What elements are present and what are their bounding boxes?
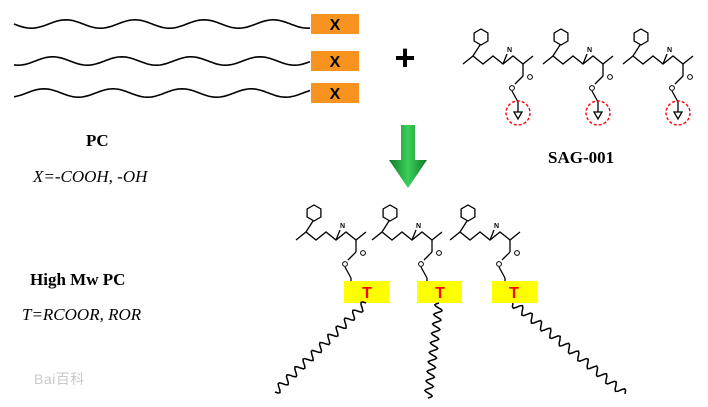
plus-sign: + <box>394 37 415 78</box>
ester-bond <box>671 90 679 103</box>
tail-chain <box>274 301 367 394</box>
backbone-bond <box>462 55 534 65</box>
tail-chain <box>423 302 444 399</box>
pc-chain <box>13 87 311 99</box>
nitrile-atom: N <box>416 223 421 230</box>
end-group-box: X <box>311 14 359 34</box>
ester-bond <box>514 75 524 85</box>
oxygen-atom <box>496 261 502 267</box>
ester-bond <box>347 251 357 261</box>
phenyl-bond <box>381 220 390 233</box>
phenyl-ring <box>460 204 476 222</box>
nitrile-atom: N <box>507 47 512 54</box>
nitrile-atom: N <box>667 47 672 54</box>
backbone-bond <box>295 231 367 241</box>
end-group-symbol: X <box>330 86 341 103</box>
linkage-symbol: T <box>362 285 372 302</box>
linkages: T T T <box>344 281 537 303</box>
ester-bond <box>423 251 433 261</box>
ester-bond <box>420 266 428 279</box>
phenyl-bond <box>305 220 314 233</box>
pc-formula: X=-COOH, -OH <box>33 167 148 186</box>
nitrile-bond <box>489 229 495 241</box>
backbone-bond <box>449 231 521 241</box>
tail-chain <box>511 302 627 395</box>
end-group-symbol: X <box>330 17 341 34</box>
reaction-arrow <box>389 125 427 188</box>
product-label: High Mw PC <box>30 270 126 289</box>
ester-bond <box>501 251 511 261</box>
backbone-bond <box>622 55 694 65</box>
oxygen-atom <box>589 85 595 91</box>
phenyl-ring <box>306 204 322 222</box>
oxygen-atom <box>687 74 693 80</box>
oxygen-atom <box>436 250 442 256</box>
oxygen-atom <box>527 74 533 80</box>
linkage-symbol: T <box>435 285 445 302</box>
nitrile-atom: N <box>340 223 345 230</box>
product-tails <box>274 301 627 399</box>
ester-bond <box>344 266 352 279</box>
epoxide-highlight <box>585 100 611 126</box>
linkage-box: T <box>344 281 389 303</box>
phenyl-bond <box>552 44 561 57</box>
phenyl-bond <box>632 44 641 57</box>
nitrile-bond <box>582 53 588 65</box>
ester-bond <box>498 266 506 279</box>
oxygen-atom <box>509 85 515 91</box>
phenyl-ring <box>553 28 569 46</box>
oxygen-atom <box>607 74 613 80</box>
nitrile-bond <box>502 53 508 65</box>
end-group-box: X <box>311 83 359 103</box>
epoxide-ring <box>672 111 684 121</box>
pc-chain <box>13 55 311 67</box>
epoxide-highlight <box>665 100 691 126</box>
ester-bond <box>594 75 604 85</box>
nitrile-atom: N <box>587 47 592 54</box>
end-group-symbol: X <box>330 54 341 71</box>
oxygen-atom <box>418 261 424 267</box>
nitrile-bond <box>335 229 341 241</box>
end-groups: X X X <box>311 14 359 103</box>
end-group-box: X <box>311 51 359 71</box>
watermark-logo: Bai百科 <box>34 371 85 387</box>
sag-label: SAG-001 <box>548 148 615 167</box>
pc-chain <box>13 18 311 30</box>
oxygen-atom <box>342 261 348 267</box>
nitrile-bond <box>411 229 417 241</box>
oxygen-atom <box>514 250 520 256</box>
product-formula: T=RCOOR, ROR <box>22 305 142 324</box>
backbone-bond <box>371 231 443 241</box>
pc-chains <box>13 18 311 99</box>
phenyl-ring <box>473 28 489 46</box>
epoxide-highlight <box>505 100 531 126</box>
phenyl-bond <box>459 220 468 233</box>
epoxide-ring <box>512 111 524 121</box>
pc-label: PC <box>86 131 109 150</box>
oxygen-atom <box>360 250 366 256</box>
ester-bond <box>591 90 599 103</box>
nitrile-atom: N <box>494 223 499 230</box>
phenyl-bond <box>472 44 481 57</box>
linkage-box: T <box>492 281 537 303</box>
ester-bond <box>511 90 519 103</box>
ester-bond <box>674 75 684 85</box>
linkage-symbol: T <box>509 285 519 302</box>
epoxide-ring <box>592 111 604 121</box>
nitrile-bond <box>662 53 668 65</box>
phenyl-ring <box>633 28 649 46</box>
backbone-bond <box>542 55 614 65</box>
linkage-box: T <box>417 281 462 303</box>
oxygen-atom <box>669 85 675 91</box>
phenyl-ring <box>382 204 398 222</box>
